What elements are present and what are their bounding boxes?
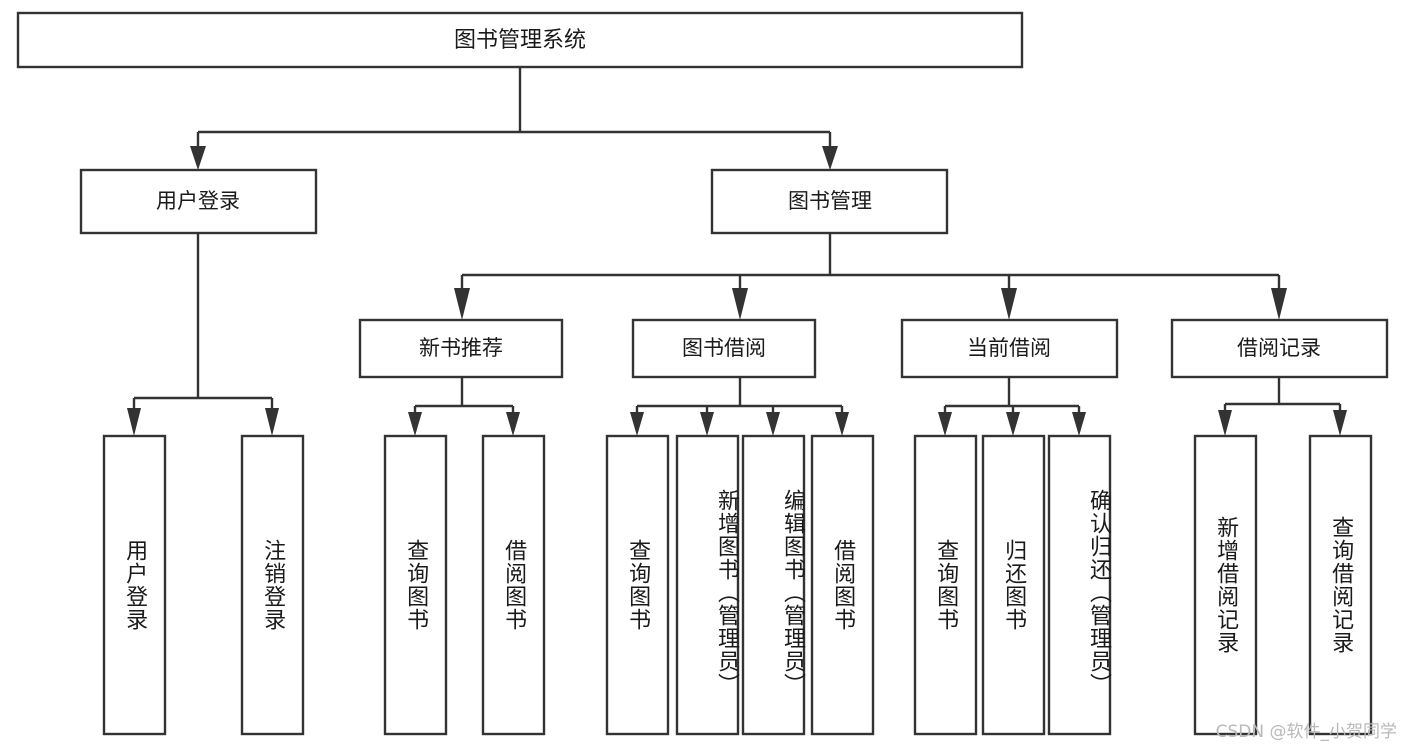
node-borrow-record[interactable]: 借阅记录 [1170,318,1389,379]
node-leaf-borrow-book-1-box[interactable] [481,434,546,736]
node-new-book-rec-box[interactable] [358,318,564,379]
connector-layer [127,67,1347,436]
arrowhead-leaf-user-login [127,408,141,436]
node-user-login[interactable]: 用户登录 [79,168,318,235]
node-book-borrow-box[interactable] [631,318,817,379]
arrowhead-leaf-query-book-2 [630,412,644,436]
arrowhead-leaf-borrow-book-2 [835,412,849,436]
arrowhead-leaf-borrow-book-1 [506,412,520,436]
arrowhead-leaf-add-record [1218,410,1232,436]
node-borrow-record-box[interactable] [1170,318,1389,379]
arrowhead-book-manage [822,146,838,170]
node-current-borrow-box[interactable] [900,318,1119,379]
arrowhead-leaf-query-book-1 [408,412,422,436]
arrowhead-book-borrow [732,288,748,320]
node-leaf-confirm-return-box[interactable] [1047,434,1112,736]
node-new-book-rec-label: 新书推荐 [419,336,503,360]
node-current-borrow[interactable]: 当前借阅 [900,318,1119,379]
node-leaf-query-book-1-box[interactable] [383,434,448,736]
node-root[interactable]: 图书管理系统 [16,11,1024,69]
node-root-box[interactable] [16,11,1024,69]
node-leaf-query-record-box[interactable] [1308,434,1373,736]
node-leaf-query-book-3-box[interactable] [913,434,978,736]
node-leaf-add-record-box[interactable] [1193,434,1258,736]
arrowhead-leaf-edit-book [766,412,780,436]
node-leaf-return-book-box[interactable] [981,434,1046,736]
arrowhead-user-login [190,146,206,170]
node-leaf-logout-box[interactable] [240,434,305,736]
node-leaf-user-login-box[interactable] [102,434,167,736]
node-borrow-record-label: 借阅记录 [1237,336,1321,360]
node-current-borrow-label: 当前借阅 [967,336,1051,360]
node-new-book-rec[interactable]: 新书推荐 [358,318,564,379]
node-book-manage[interactable]: 图书管理 [710,168,949,235]
node-book-borrow-label: 图书借阅 [682,336,766,360]
node-root-label: 图书管理系统 [454,28,586,53]
node-book-borrow[interactable]: 图书借阅 [631,318,817,379]
node-user-login-box[interactable] [79,168,318,235]
node-leaf-edit-book-box[interactable] [741,434,806,736]
node-leaf-add-book-box[interactable] [675,434,740,736]
arrowhead-leaf-confirm-return [1072,412,1086,436]
arrowhead-borrow-record [1271,288,1287,320]
arrowhead-leaf-query-record [1333,410,1347,436]
node-user-login-label: 用户登录 [156,189,240,213]
arrowhead-leaf-add-book [700,412,714,436]
node-book-manage-box[interactable] [710,168,949,235]
node-leaf-query-book-2-box[interactable] [605,434,670,736]
node-book-manage-label: 图书管理 [788,189,872,213]
arrowhead-leaf-query-book-3 [938,412,952,436]
arrowhead-new-book-rec [454,288,470,320]
arrowhead-current-borrow [1001,288,1017,320]
arrowhead-leaf-logout [265,408,279,436]
arrowhead-leaf-return-book [1006,412,1020,436]
node-leaf-borrow-book-2-box[interactable] [810,434,875,736]
